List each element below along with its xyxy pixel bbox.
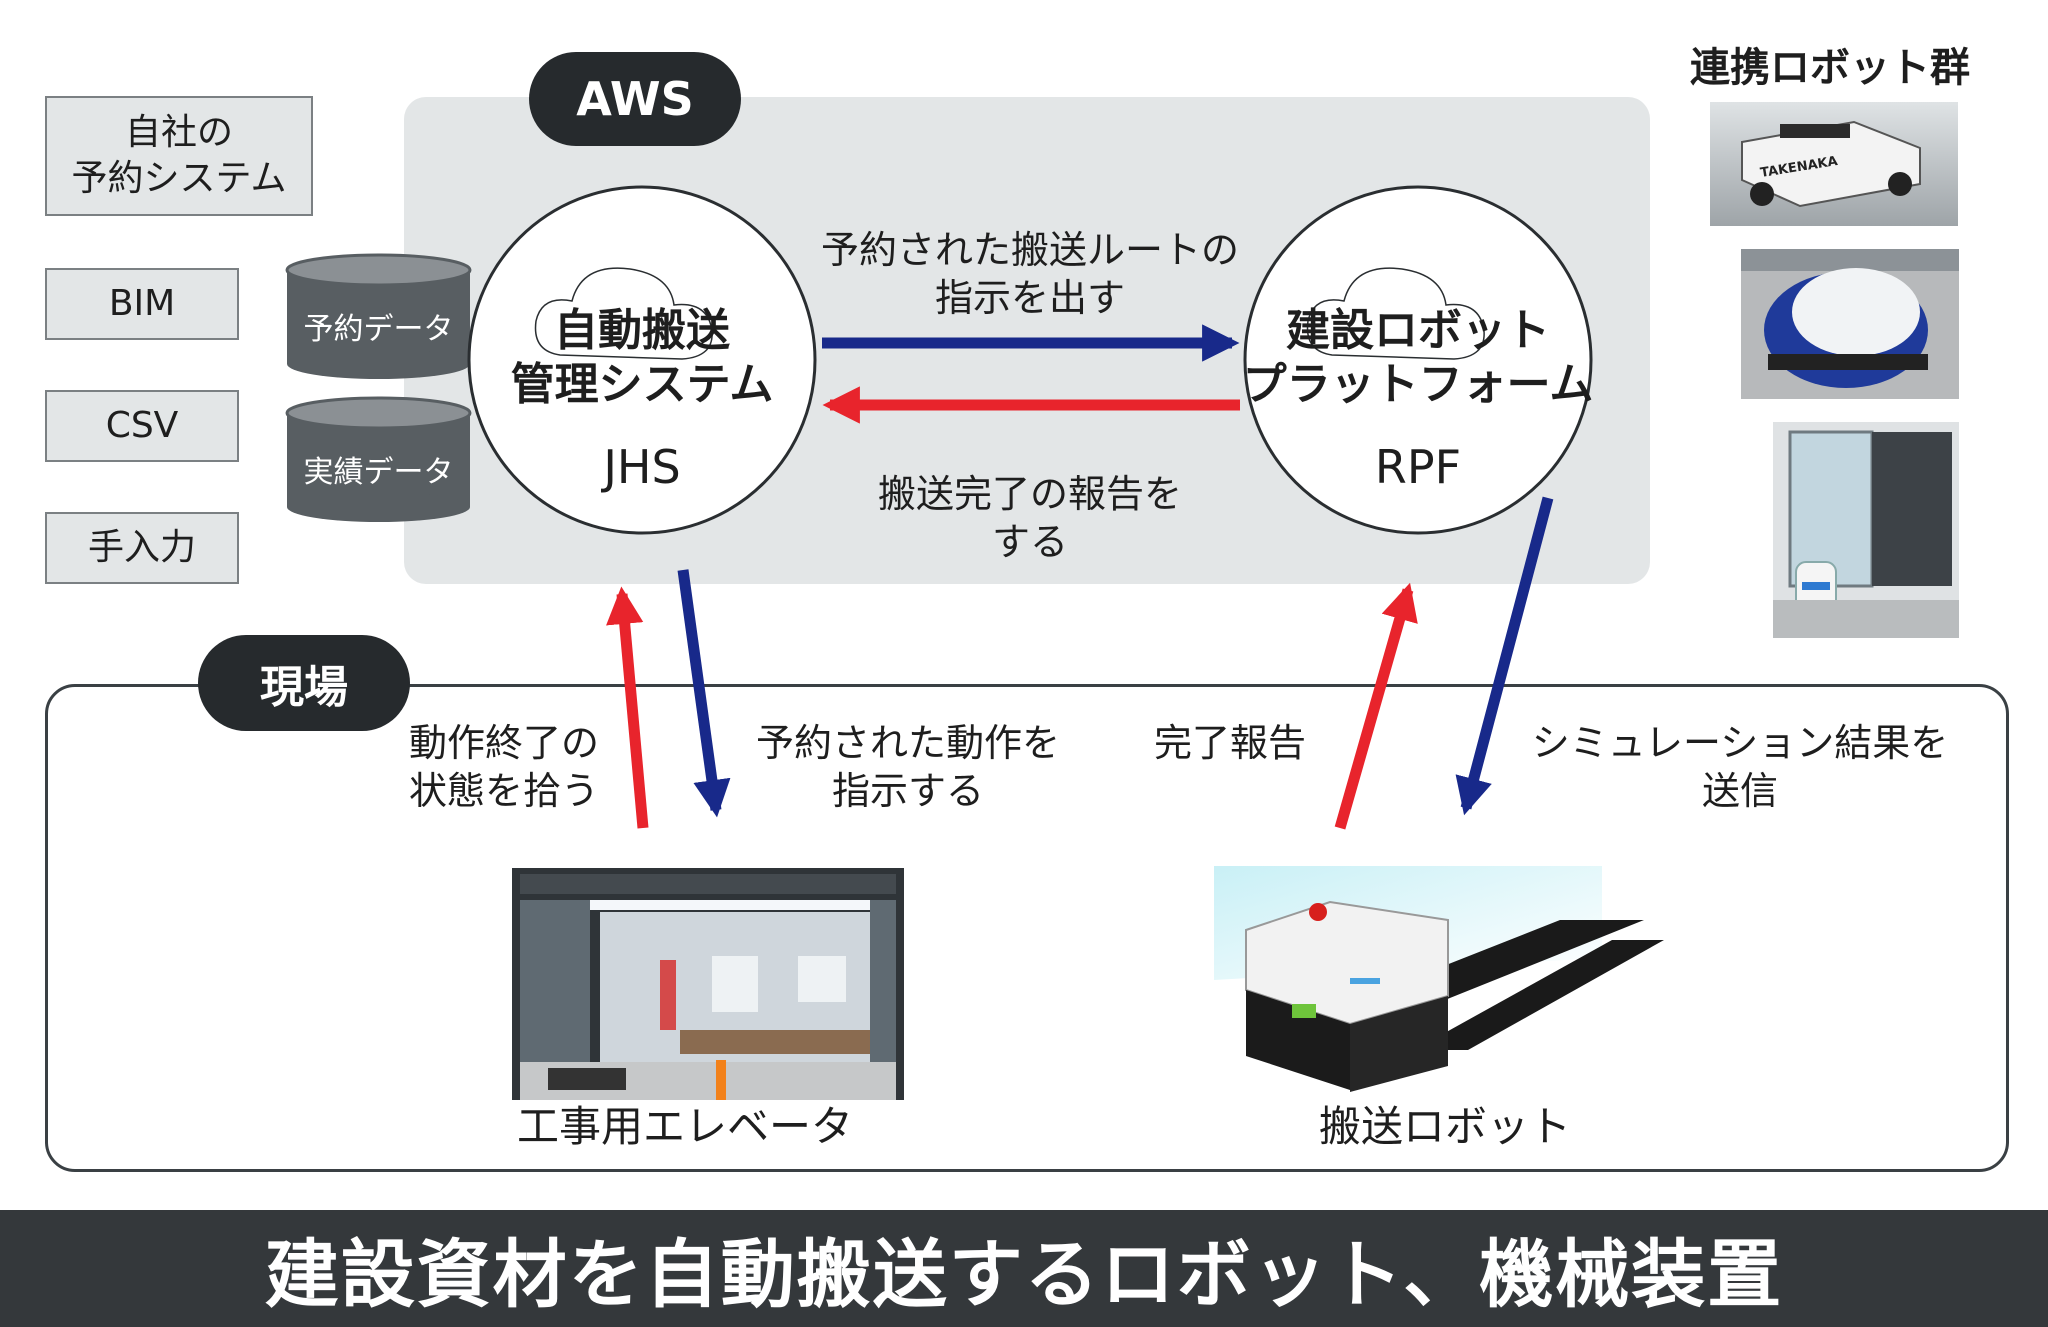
transport-robot-photo [1214, 866, 1664, 1092]
jhs-cloud-icon [534, 267, 713, 360]
jhs-circle [467, 185, 817, 535]
results-data-label: 実績データ [303, 455, 454, 490]
arrow-robot-to-rpf [1334, 582, 1418, 830]
reservation-data-label: 予約データ [303, 312, 454, 347]
rpf-circle [1243, 185, 1593, 535]
robot-photo-takenaka [1710, 102, 1958, 226]
robots-group-title: 連携ロボット群 [1690, 45, 1970, 91]
results-data-cylinder [285, 396, 472, 522]
robot-photo-elevator-robot [1773, 422, 1959, 638]
site-label: 現場 [198, 635, 410, 731]
jhs-abbr: JHS [603, 440, 681, 494]
elevator-label: 工事用エレベータ [516, 1102, 853, 1151]
reservation-data-cylinder [285, 253, 472, 379]
aws-label: AWS [529, 52, 741, 146]
robot-photo-blue-sweeper [1741, 249, 1959, 399]
label-elevator-to-jhs: 動作終了の 状態を拾う [408, 721, 599, 813]
arrow-rpf-to-robot [1455, 496, 1554, 816]
label-jhs-to-elevator: 予約された動作を 指示する [755, 721, 1060, 813]
rpf-abbr: RPF [1374, 440, 1462, 494]
label-rpf-to-jhs: 搬送完了の報告を する [877, 472, 1182, 564]
source-csv: CSV [45, 390, 239, 462]
elevator-photo [512, 868, 904, 1100]
rpf-title: 建設ロボット プラットフォーム [1242, 305, 1594, 410]
arrow-jhs-to-elevator [677, 569, 731, 818]
label-jhs-to-rpf: 予約された搬送ルートの 指示を出す [820, 228, 1239, 320]
site-frame [45, 684, 2009, 1172]
arrow-elevator-to-jhs [606, 586, 649, 829]
robot-label: 搬送ロボット [1318, 1102, 1571, 1151]
rpf-cloud-icon [1306, 267, 1485, 360]
label-rpf-to-robot: シミュレーション結果を 送信 [1531, 721, 1949, 813]
jhs-title: 自動搬送 管理システム [510, 305, 774, 410]
label-robot-to-rpf: 完了報告 [1153, 721, 1306, 765]
source-reservation-system: 自社の 予約システム [45, 96, 313, 216]
source-manual-input: 手入力 [45, 512, 239, 584]
footer-banner: 建設資材を自動搬送するロボット、機械装置 [0, 1210, 2048, 1327]
source-bim: BIM [45, 268, 239, 340]
